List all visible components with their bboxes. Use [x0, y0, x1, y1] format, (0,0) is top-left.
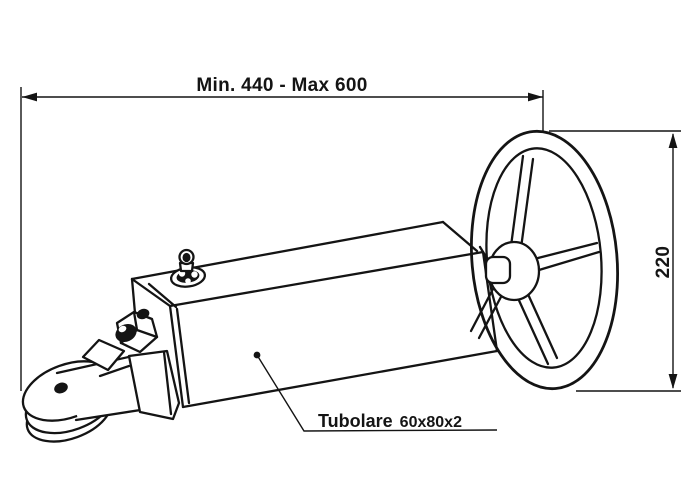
part-label-size: 60x80x2: [400, 414, 462, 431]
arrowhead-right-icon: [528, 92, 543, 102]
clamp-plate: [81, 338, 126, 372]
clamp-block-edge: [162, 350, 173, 416]
part-label: Tubolare 60x80x2: [253, 351, 498, 432]
grease-nipple: [169, 248, 207, 288]
handwheel-outer-rim: [470, 129, 619, 391]
vertical-dimension: 220: [549, 130, 681, 392]
spoke-down-right: [515, 290, 559, 366]
vertical-dimension-label: 220: [653, 246, 674, 279]
clamp-assembly: [81, 308, 181, 421]
tube-left-end-top-edge: [130, 277, 172, 308]
grease-nipple-head-shading: [182, 252, 191, 263]
tube-wall-thickness-lines: [147, 282, 191, 405]
horizontal-dimension-label: Min. 440 - Max 600: [196, 75, 367, 96]
tube-bottom-front-edge: [181, 349, 499, 409]
part-label-name: Tubolare: [318, 411, 393, 431]
clevis-bar-thickness-edge: [98, 364, 131, 378]
clevis-roller-assembly: [21, 354, 149, 443]
arrowhead-up-icon: [668, 133, 678, 148]
grease-nipple-neck: [178, 261, 195, 273]
arrowhead-down-icon: [668, 374, 678, 389]
spoke-up: [509, 154, 535, 250]
part-label-text: Tubolare 60x80x2: [318, 411, 462, 431]
spoke-right: [536, 241, 601, 272]
clevis-bar-fill: [64, 356, 147, 419]
clamp-pin: [136, 308, 150, 320]
spoke-down-left: [469, 285, 504, 340]
roller-pin-hole: [54, 382, 68, 394]
clevis-bar-bottom-edge: [74, 407, 149, 422]
handwheel: [469, 129, 619, 391]
horizontal-dimension: Min. 440 - Max 600: [20, 75, 544, 391]
tube-left-front-edge: [168, 304, 185, 409]
tube-top-near-edge: [168, 250, 489, 308]
bolt-head-highlight: [118, 325, 127, 333]
arrowhead-left-icon: [22, 92, 37, 102]
leader-line: [256, 354, 498, 432]
handwheel-axle: [484, 255, 512, 285]
